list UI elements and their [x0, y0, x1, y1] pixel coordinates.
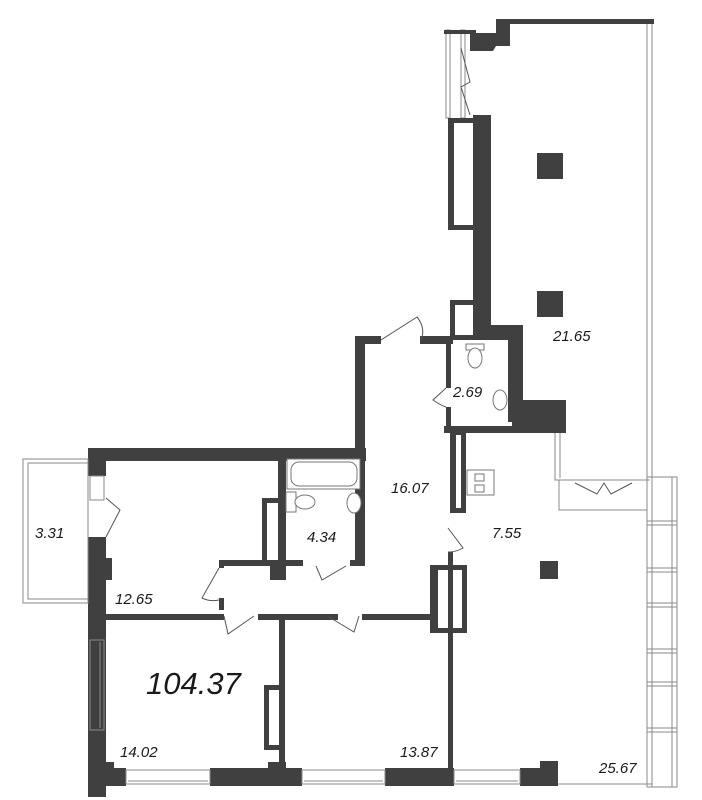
doors: [105, 47, 471, 635]
room-area-bathroom: 4.34: [307, 529, 337, 546]
room-area-terrace: 21.65: [553, 328, 591, 345]
room-area-living-room: 25.67: [599, 760, 637, 777]
bathtub-icon: [286, 458, 361, 490]
sink-icon: [346, 389, 508, 514]
toilet-icon: [285, 343, 485, 513]
total-area: 104.37: [146, 666, 241, 701]
room-area-hall: 16.07: [391, 480, 429, 497]
room-area-balcony: 3.31: [35, 525, 65, 542]
room-area-bedroom-1: 12.65: [115, 591, 153, 608]
room-area-wc: 2.69: [453, 384, 483, 401]
windows: [89, 475, 652, 785]
living-glazing: [646, 476, 678, 788]
walls: [88, 19, 654, 797]
balcony-outline: [22, 458, 89, 604]
stove-icon: [466, 469, 495, 496]
room-area-kitchen: 7.55: [492, 525, 522, 542]
room-area-bedroom-2: 14.02: [120, 744, 158, 761]
room-area-bedroom-3: 13.87: [400, 744, 438, 761]
